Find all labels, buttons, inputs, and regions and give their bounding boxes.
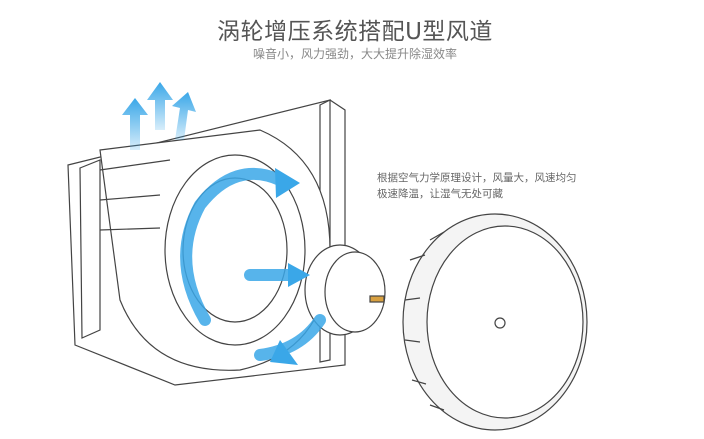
motor: [304, 244, 386, 336]
description-line: 极速降温，让湿气无处可藏: [377, 188, 503, 200]
feature-description: 根据空气力学原理设计，风量大，风速均匀 极速降温，让湿气无处可藏: [377, 170, 617, 202]
arrow-heads: [270, 168, 310, 365]
impeller-wheel: [402, 213, 588, 431]
up-arrow-icon: [172, 92, 196, 140]
page-title: 涡轮增压系统搭配U型风道: [217, 19, 493, 45]
swirl-arrows: [180, 167, 326, 361]
page-subtitle: 噪音小，风力强劲，大大提升除湿效率: [252, 47, 457, 61]
description-line: 根据空气力学原理设计，风量大，风速均匀: [377, 172, 577, 184]
up-arrow-icon: [147, 82, 173, 130]
airflow-arrows: [122, 82, 196, 150]
up-arrow-icon: [122, 98, 148, 150]
